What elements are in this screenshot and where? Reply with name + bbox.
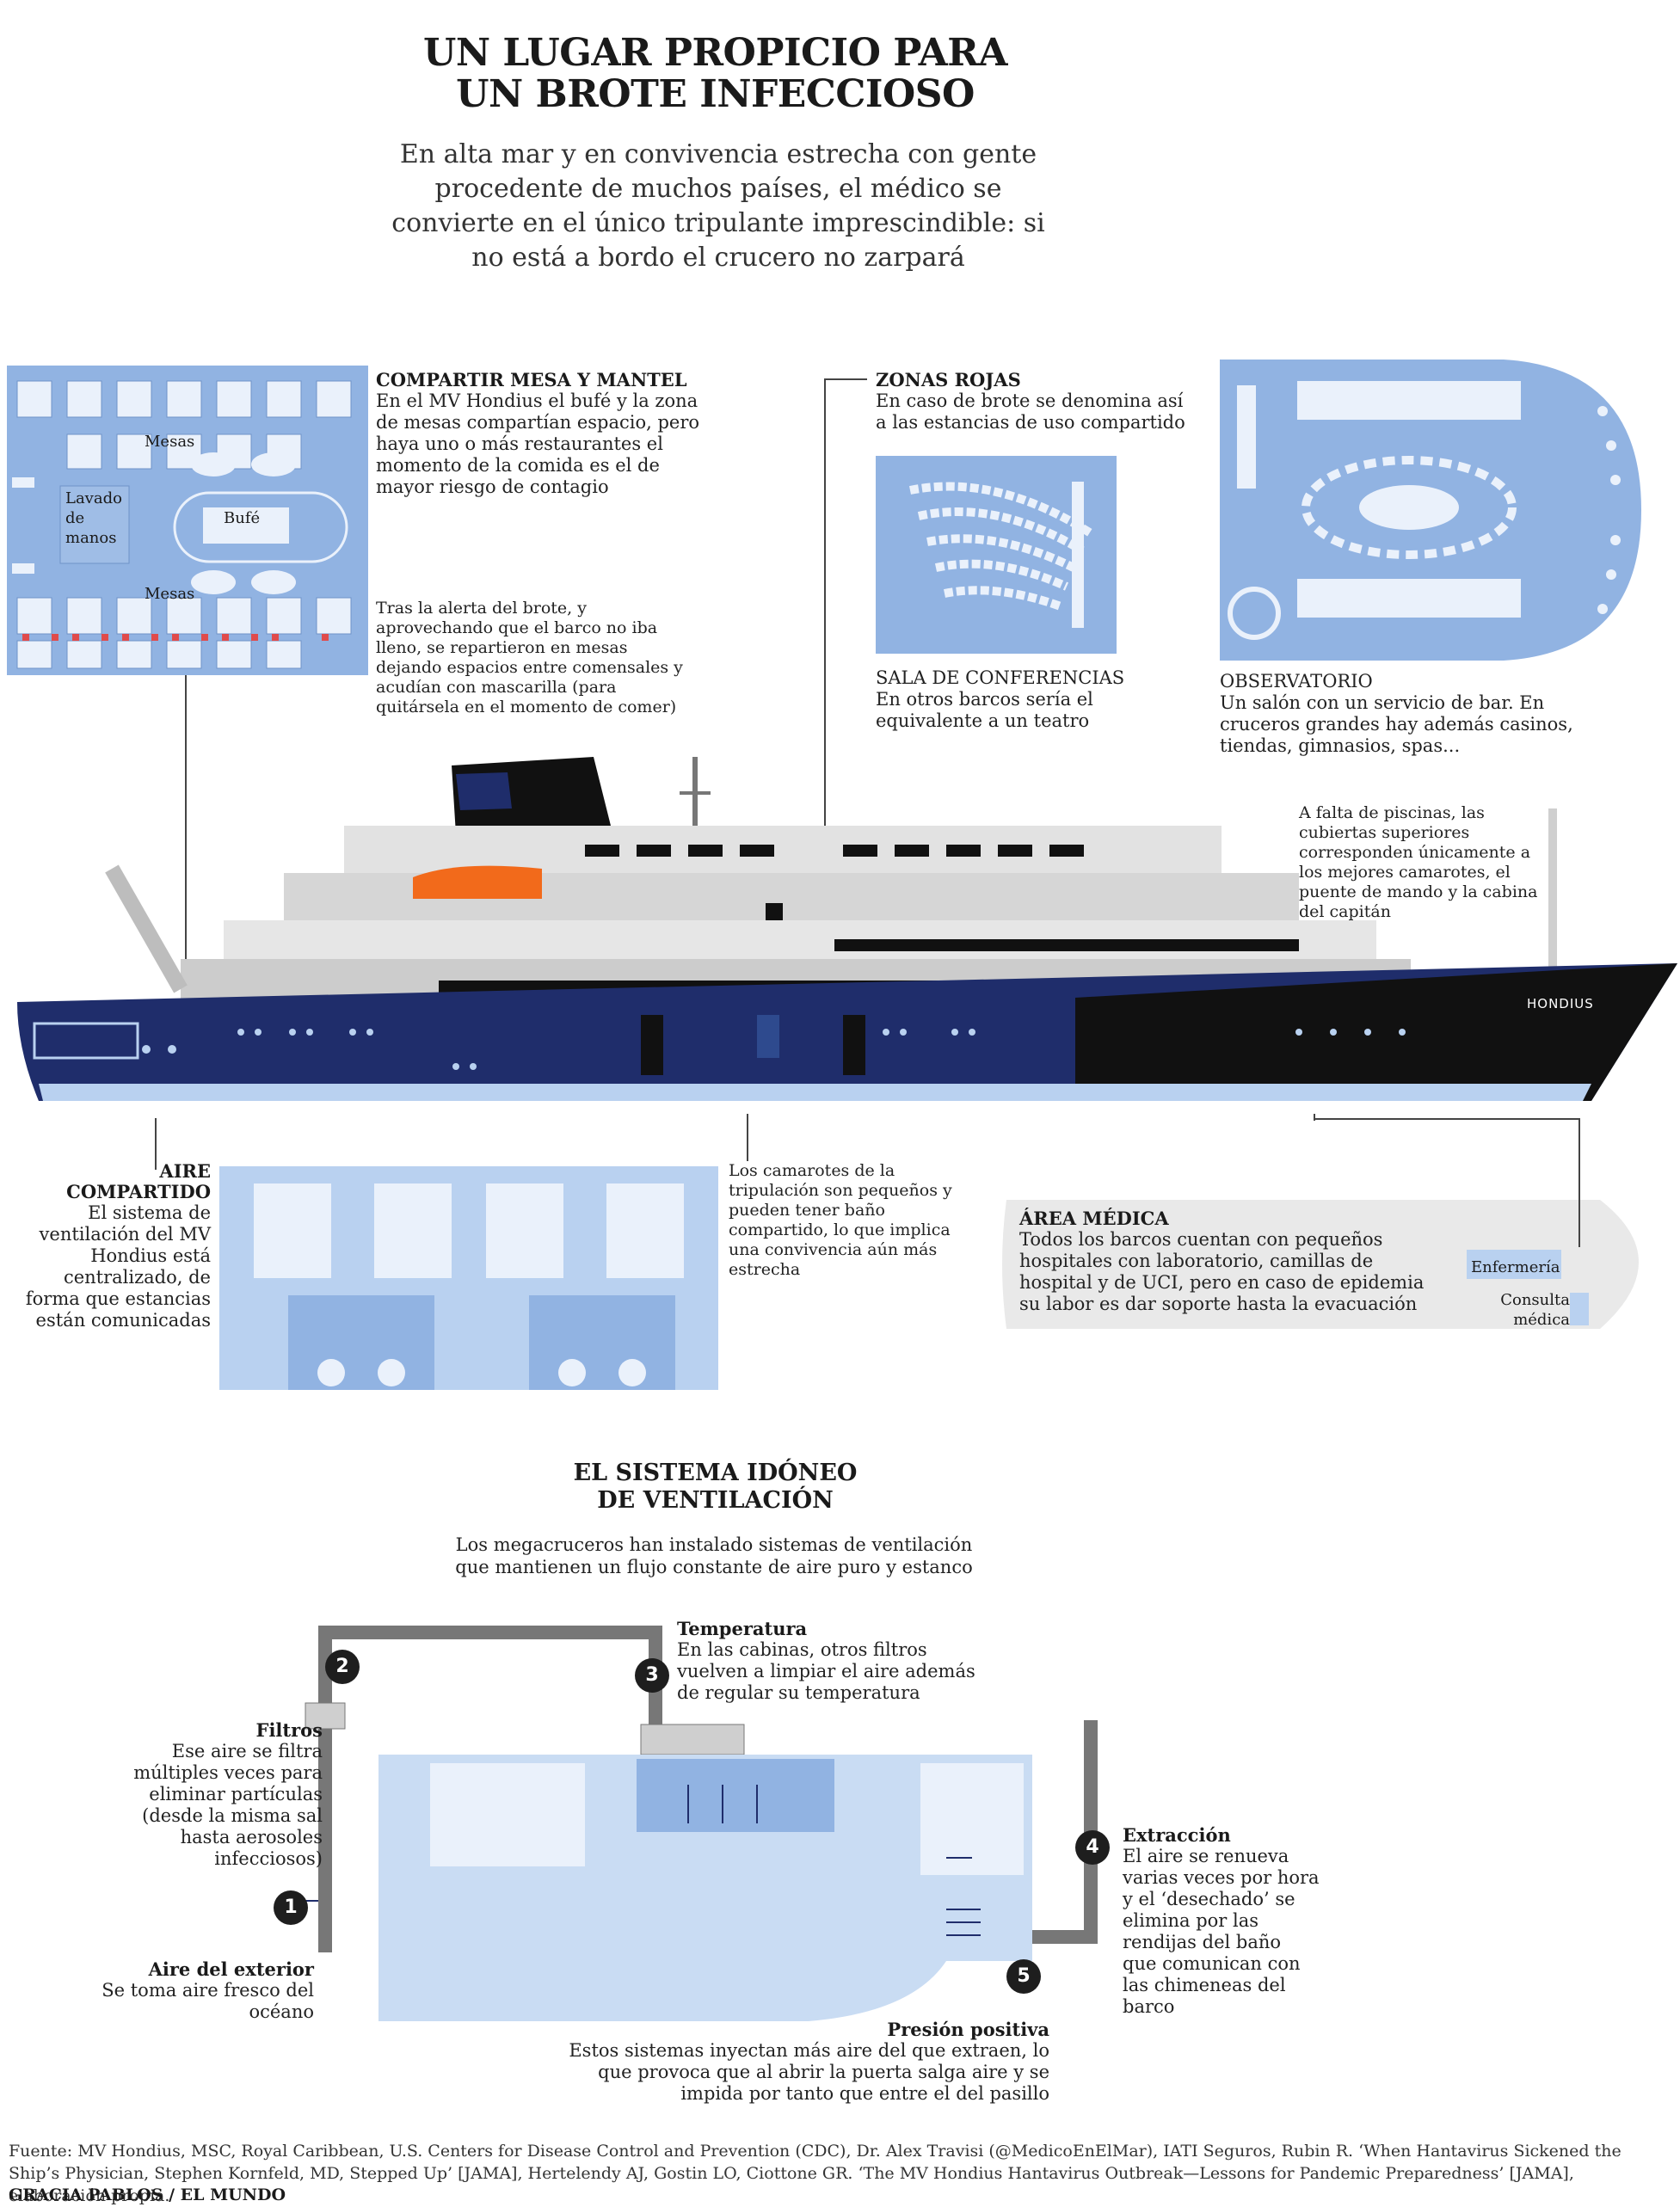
leader-buffet	[185, 675, 187, 1002]
zonas-heading: ZONAS ROJAS	[876, 369, 1021, 390]
sala-text: En otros barcos sería el equivalente a u…	[876, 689, 1093, 731]
sala-annotation: SALA DE CONFERENCIAS En otros barcos ser…	[876, 667, 1134, 732]
step-5-annotation: Presión positiva Estos sistemas inyectan…	[551, 2019, 1049, 2105]
step-1-heading: Aire del exterior	[148, 1958, 314, 1980]
step-4-heading: Extracción	[1123, 1824, 1231, 1846]
step-2-heading: Filtros	[255, 1719, 323, 1741]
title-line-1: UN LUGAR PROPICIO PARA	[422, 31, 1008, 75]
step-3-text: En las cabinas, otros filtros vuelven a …	[677, 1639, 975, 1703]
observatorio-heading: OBSERVATORIO	[1220, 671, 1373, 692]
step-1-text: Se toma aire fresco del océano	[102, 1980, 314, 2022]
page-dek: En alta mar y en convivencia estrecha co…	[391, 139, 1045, 273]
observatorio-text: Un salón con un servicio de bar. En cruc…	[1220, 692, 1573, 756]
medica-heading: ÁREA MÉDICA	[1019, 1208, 1169, 1229]
step-2-text: Ese aire se filtra múltiples veces para …	[133, 1741, 323, 1869]
step-5-heading: Presión positiva	[887, 2019, 1049, 2040]
zonas-annotation: ZONAS ROJAS En caso de brote se denomina…	[876, 370, 1194, 433]
step-3-badge: 3	[635, 1658, 669, 1693]
leader-zonas	[824, 378, 826, 946]
step-5-text: Estos sistemas inyectan más aire del que…	[569, 2040, 1049, 2104]
ventilation-title: EL SISTEMA IDÓNEO DE VENTILACIÓN	[0, 1460, 1431, 1515]
step-3-annotation: Temperatura En las cabinas, otros filtro…	[677, 1619, 995, 1704]
leader-medica-v	[1578, 1118, 1580, 1247]
step-3-heading: Temperatura	[677, 1618, 808, 1639]
step-1-badge: 1	[274, 1890, 308, 1925]
label-mesas-bottom: Mesas	[145, 585, 195, 603]
ventilation-dek: Los megacruceros han instalado sistemas …	[455, 1534, 973, 1577]
step-1-annotation: Aire del exterior Se toma aire fresco de…	[95, 1959, 314, 2023]
step-4-annotation: Extracción El aire se renueva varias vec…	[1123, 1825, 1320, 2018]
label-consulta: Consulta médica	[1500, 1291, 1570, 1329]
cubiertas-note: A falta de piscinas, las cubiertas super…	[1299, 803, 1538, 921]
label-bufe: Bufé	[224, 509, 261, 527]
step-2-annotation: Filtros Ese aire se filtra múltiples vec…	[129, 1720, 323, 1870]
buffet-annotation: COMPARTIR MESA Y MANTEL En el MV Hondius…	[376, 370, 720, 498]
medica-text: Todos los barcos cuentan con pequeños ho…	[1019, 1229, 1425, 1314]
ship-name: HONDIUS	[1527, 996, 1594, 1011]
title-line-2: UN BROTE INFECCIOSO	[456, 72, 975, 116]
buffet-text: En el MV Hondius el bufé y la zona de me…	[376, 390, 700, 497]
step-4-badge: 4	[1075, 1830, 1110, 1865]
label-mesas-top: Mesas	[145, 433, 195, 451]
observatorio-annotation: OBSERVATORIO Un salón con un servicio de…	[1220, 671, 1590, 757]
medical-area-plan	[1002, 1200, 1639, 1329]
aire-annotation: AIRE COMPARTIDO El sistema de ventilació…	[17, 1161, 211, 1331]
label-enfermeria: Enfermería	[1471, 1258, 1560, 1276]
ventilation-title-line-2: DE VENTILACIÓN	[597, 1487, 834, 1514]
leader-zonas-top	[824, 378, 867, 380]
step-2-badge: 2	[325, 1650, 360, 1684]
medica-annotation: ÁREA MÉDICA Todos los barcos cuentan con…	[1019, 1208, 1441, 1315]
leader-medica	[1314, 1114, 1315, 1121]
step-4-text: El aire se renueva varias veces por hora…	[1123, 1846, 1320, 2017]
crew-cabins-plan	[219, 1166, 718, 1390]
ship-illustration	[17, 757, 1677, 1101]
leader-medica-h	[1314, 1118, 1580, 1120]
buffet-floorplan	[7, 366, 368, 675]
ventilation-diagram	[292, 1626, 1098, 2021]
leader-camarotes	[747, 1114, 748, 1161]
ventilation-title-line-1: EL SISTEMA IDÓNEO	[573, 1460, 858, 1486]
source-note: Fuente: MV Hondius, MSC, Royal Caribbean…	[9, 2142, 1622, 2205]
label-lavado: Lavado de manos	[65, 489, 122, 547]
zonas-text: En caso de brote se denomina así a las e…	[876, 390, 1185, 433]
sala-conferencias-plan	[876, 456, 1117, 654]
aire-text: El sistema de ventilación del MV Hondius…	[25, 1202, 211, 1331]
buffet-note: Tras la alerta del brote, y aprovechando…	[376, 599, 683, 716]
credit: GRACIA PABLOS / EL MUNDO	[9, 2185, 286, 2204]
step-5-badge: 5	[1006, 1959, 1041, 1994]
observatorio-plan	[1220, 360, 1641, 661]
sala-heading: SALA DE CONFERENCIAS	[876, 667, 1125, 688]
buffet-heading: COMPARTIR MESA Y MANTEL	[376, 369, 687, 390]
page-title: UN LUGAR PROPICIO PARA UN BROTE INFECCIO…	[0, 33, 1431, 115]
camarotes-note: Los camarotes de la tripulación son pequ…	[729, 1161, 952, 1279]
aire-heading: AIRE COMPARTIDO	[66, 1160, 211, 1202]
leader-aire	[155, 1118, 157, 1170]
